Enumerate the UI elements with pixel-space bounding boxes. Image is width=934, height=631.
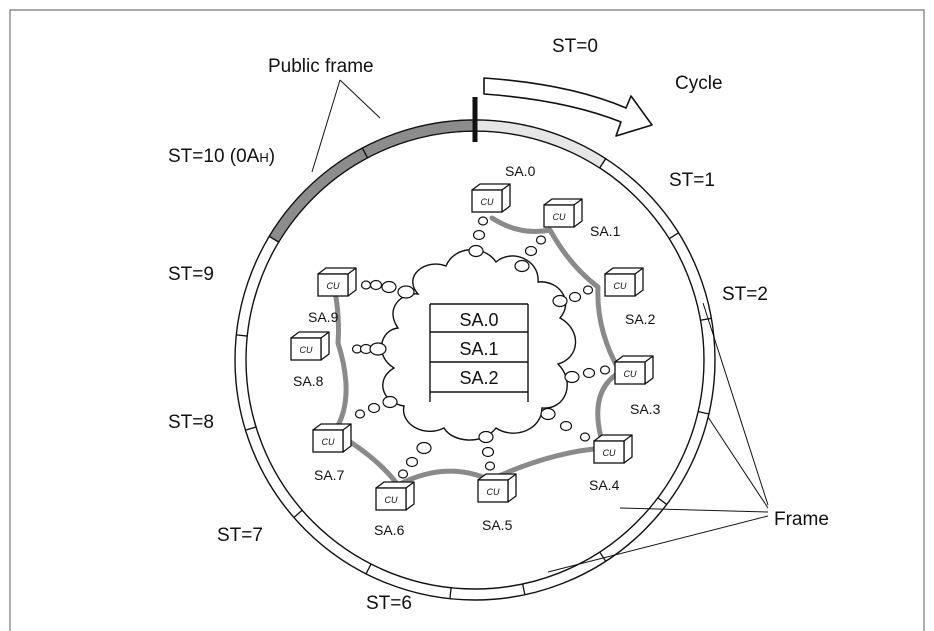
connection-bubble: [397, 285, 415, 299]
station-unit: CU: [471, 183, 511, 213]
connection-bubble: [540, 407, 556, 421]
connection-bubble: [484, 461, 496, 471]
connection-bubble: [481, 446, 495, 458]
cloud-connection-bubbles: [351, 216, 611, 479]
connection-bubble: [367, 402, 381, 414]
cu-label: CU: [322, 437, 335, 447]
st0-label: ST=0: [552, 36, 598, 57]
connection-bubble: [405, 456, 419, 468]
connection-bubble: [354, 409, 366, 419]
cu-label: CU: [553, 212, 566, 222]
station-unit: CU: [317, 267, 357, 297]
frame-divider: [361, 147, 369, 159]
cycle-arrow: [483, 77, 653, 137]
station-units: CU SA.0 CU SA.1 CU SA.2 CU SA.3 CU SA.4: [290, 163, 661, 538]
cu-label: CU: [327, 281, 340, 291]
connection-bubble: [477, 216, 489, 226]
frame-divider: [245, 426, 257, 431]
station-label: SA.2: [625, 311, 656, 327]
connection-bubble: [369, 342, 387, 356]
connection-bubble: [579, 432, 591, 442]
connection-bubble: [381, 280, 397, 294]
public-frame-callout-lines: [311, 79, 381, 173]
cu-label: CU: [300, 345, 313, 355]
frame-label: Frame: [774, 509, 829, 530]
frame-callout-lines: [547, 302, 769, 573]
frame-divider: [700, 317, 712, 321]
station-link-chain: [331, 215, 623, 488]
station-unit: CU: [604, 267, 644, 297]
connection-bubble: [582, 367, 596, 379]
cu-label: CU: [614, 281, 627, 291]
frame-divider: [668, 232, 679, 240]
station-label: SA.0: [505, 163, 536, 179]
st7-label: ST=7: [217, 525, 263, 546]
figure-border: [9, 9, 925, 631]
station-label: SA.1: [590, 223, 621, 239]
connection-bubble: [514, 259, 530, 273]
frame-divider: [521, 583, 526, 595]
station-label: SA.4: [589, 477, 620, 493]
st1-label: ST=1: [669, 170, 715, 191]
connection-bubble: [582, 285, 594, 295]
frame-divider: [365, 563, 372, 575]
frame-divider: [293, 509, 303, 518]
connection-bubble: [360, 280, 372, 290]
connection-bubble: [472, 229, 486, 241]
connection-bubble: [416, 441, 432, 455]
table-row: SA.2: [459, 368, 498, 388]
connection-bubble: [559, 420, 573, 432]
cu-label: CU: [385, 495, 398, 505]
frame-divider: [657, 497, 668, 505]
connection-bubble: [535, 235, 547, 245]
station-label: SA.8: [293, 373, 324, 389]
connection-bubble: [397, 469, 409, 479]
frame-divider: [697, 410, 709, 415]
connection-bubble: [369, 279, 383, 291]
station-unit: CU: [593, 434, 633, 464]
station-unit: CU: [477, 473, 517, 503]
frame-divider: [449, 587, 452, 599]
station-unit: CU: [543, 198, 583, 228]
frame-divider: [268, 235, 280, 243]
st6-label: ST=6: [366, 593, 412, 614]
cycle-label: Cycle: [675, 73, 723, 94]
station-label: SA.7: [314, 467, 345, 483]
station-table: SA.0 SA.1 SA.2: [429, 303, 529, 402]
public-frame-label: Public frame: [268, 56, 374, 77]
connection-bubble: [524, 245, 538, 257]
cu-label: CU: [481, 197, 494, 207]
frame-divider: [599, 158, 607, 169]
st9-label: ST=9: [168, 264, 214, 285]
connection-bubble: [568, 291, 582, 303]
station-unit: CU: [614, 355, 654, 385]
table-row: SA.0: [459, 310, 498, 330]
frame-divider: [599, 551, 607, 562]
st2-label: ST=2: [722, 284, 768, 305]
connection-bubble: [468, 244, 484, 258]
cu-label: CU: [603, 448, 616, 458]
cu-label: CU: [487, 487, 500, 497]
connection-bubble: [564, 370, 580, 384]
frame-divider: [236, 334, 248, 337]
connection-bubble: [552, 294, 568, 308]
frame-dividers: [236, 147, 712, 599]
station-label: SA.6: [374, 522, 405, 538]
table-row: SA.1: [459, 339, 498, 359]
station-label: SA.3: [630, 401, 661, 417]
connection-bubble: [478, 430, 494, 444]
connection-bubble: [599, 365, 611, 375]
cu-label: CU: [624, 369, 637, 379]
station-label: SA.5: [482, 517, 513, 533]
station-label: SA.9: [308, 309, 339, 325]
station-unit: CU: [375, 481, 415, 511]
connection-bubble: [382, 395, 398, 409]
station-unit: CU: [290, 331, 330, 361]
st10-label: ST=10 (0AH): [168, 146, 275, 167]
st8-label: ST=8: [168, 412, 214, 433]
station-unit: CU: [312, 423, 352, 453]
